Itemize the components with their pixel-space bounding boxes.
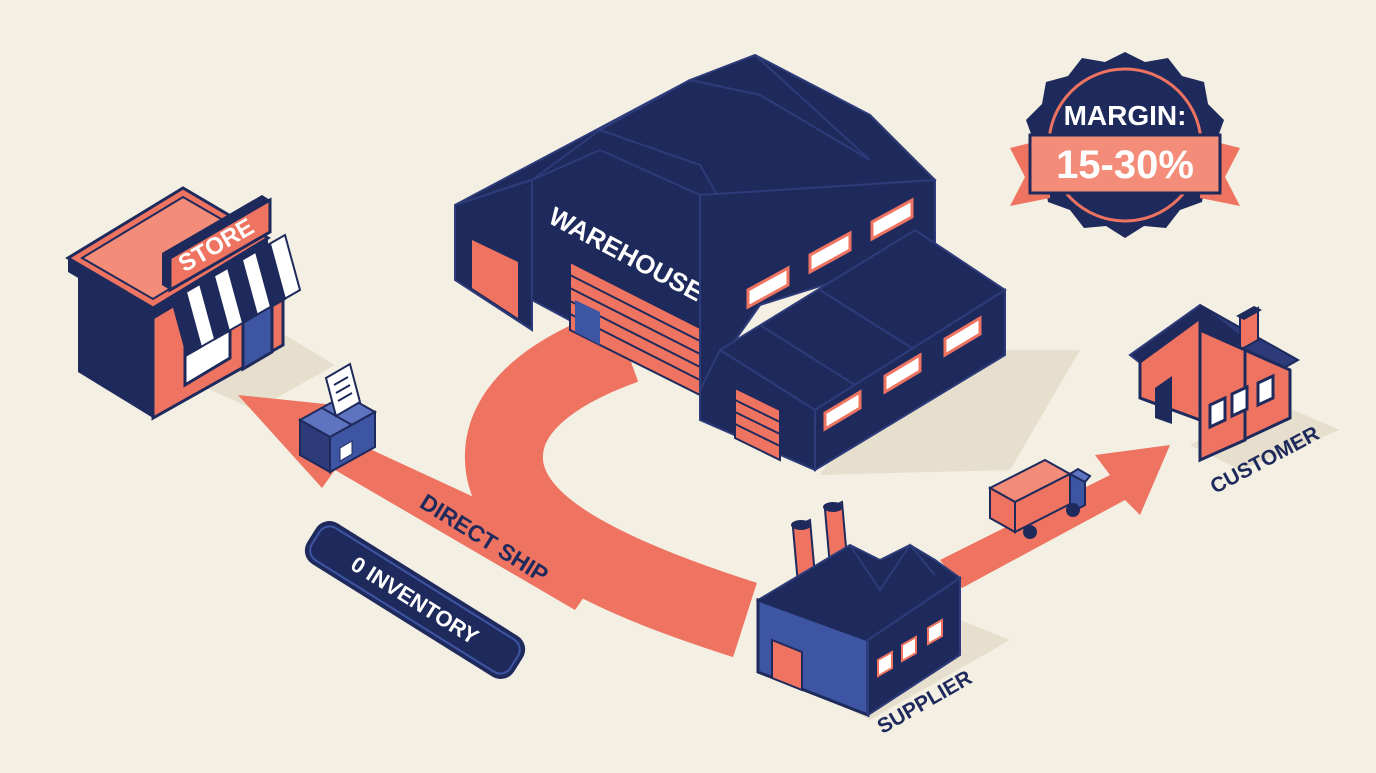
supplier-to-customer-arrow — [940, 445, 1170, 588]
inventory-label: 0 INVENTORY — [346, 551, 483, 649]
warehouse-to-supplier-path — [464, 308, 757, 658]
receipt-icon — [324, 362, 362, 418]
margin-value: 15-30% — [1056, 143, 1194, 187]
warehouse-building-icon: WAREHOUSE — [454, 53, 1007, 472]
delivery-truck-icon — [987, 458, 1092, 539]
factory-icon: SUPPLIER — [755, 500, 976, 739]
margin-title: MARGIN: — [1064, 100, 1187, 131]
house-icon: CUSTOMER — [1128, 303, 1323, 499]
store-building-icon: STORE — [65, 186, 302, 421]
store-awning — [170, 233, 302, 357]
margin-badge: MARGIN: 15-30% — [1010, 52, 1240, 238]
